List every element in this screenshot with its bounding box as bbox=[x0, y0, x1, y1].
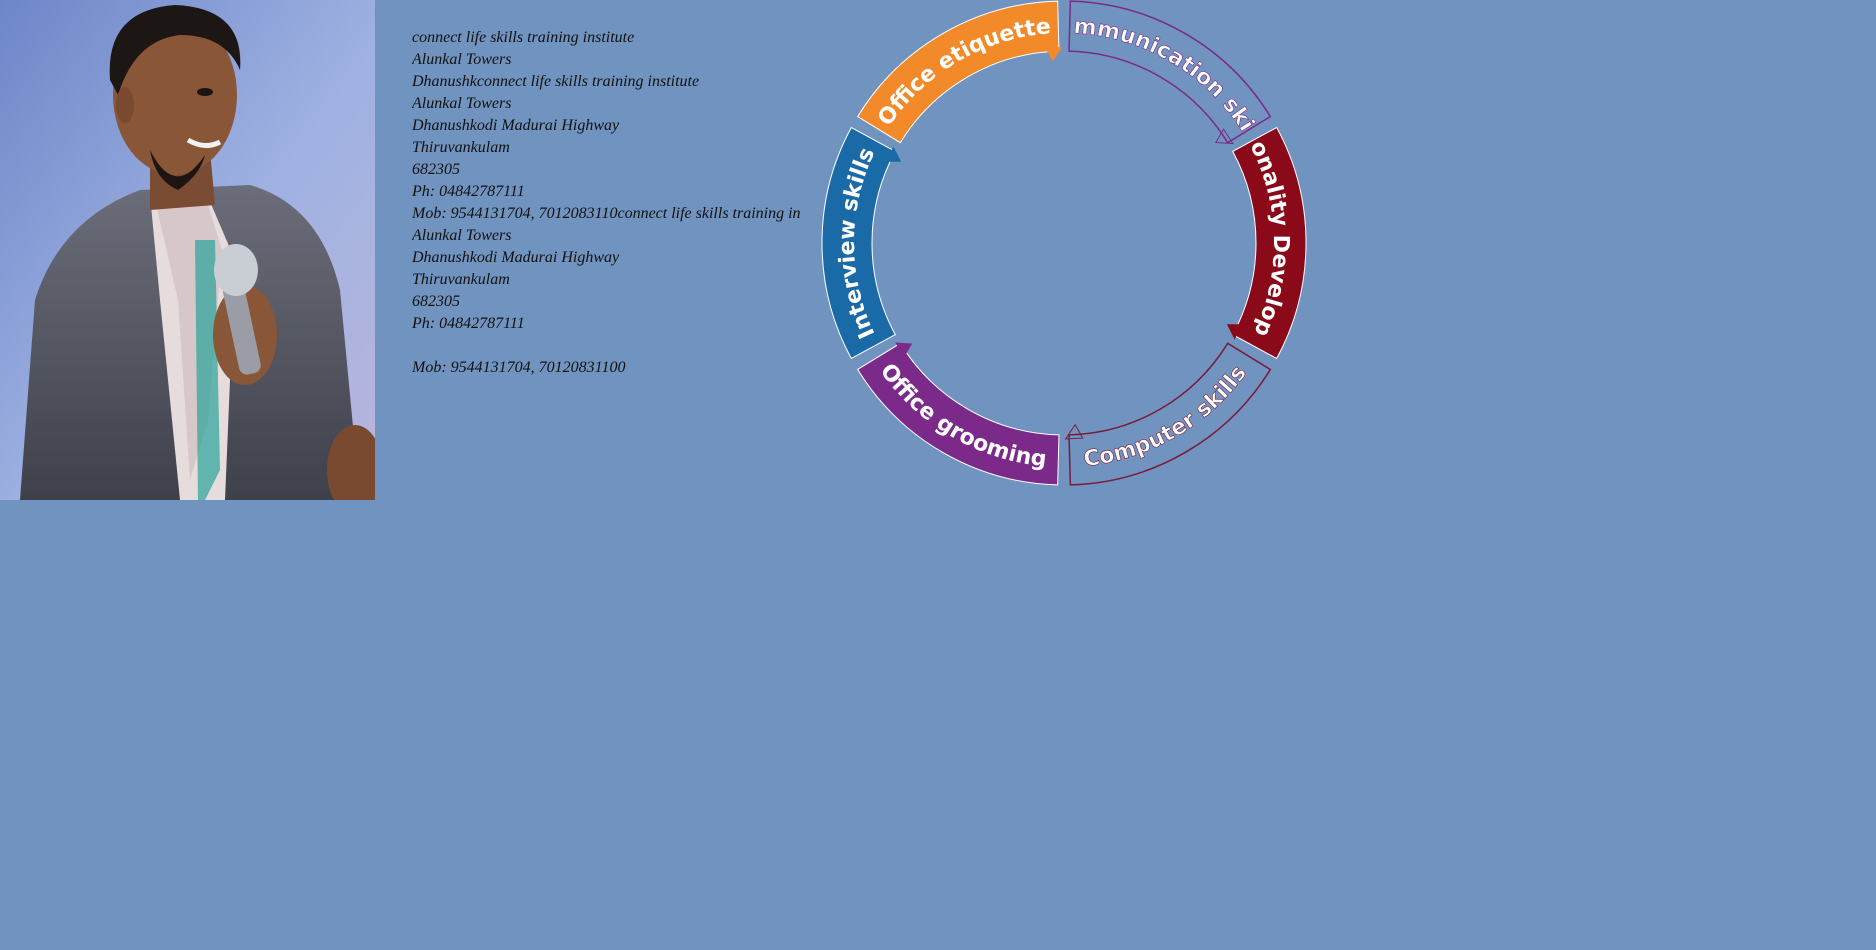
wheel-segment bbox=[821, 126, 896, 360]
wheel-segment-pointer bbox=[885, 146, 902, 162]
address-line: Mob: 9544131704, 70120831100 bbox=[412, 359, 626, 376]
address-line: Alunkal Towers bbox=[412, 95, 512, 112]
address-line: Thiruvankulam bbox=[412, 139, 510, 156]
wheel-segment-pointer bbox=[1214, 128, 1234, 145]
wheel-segment-label: Computer skills bbox=[1082, 361, 1252, 472]
address-line: 682305 bbox=[412, 161, 460, 178]
wheel-segment bbox=[856, 342, 1060, 486]
address-line: Ph: 04842787111 bbox=[412, 183, 525, 200]
address-line: connect life skills training institute bbox=[412, 29, 635, 46]
address-line: Thiruvankulam bbox=[412, 271, 510, 288]
wheel-segment-pointer bbox=[1064, 423, 1084, 440]
speaker-photo bbox=[0, 0, 375, 500]
address-line: Dhanushkodi Madurai Highway bbox=[412, 117, 620, 134]
wheel-segment bbox=[1068, 342, 1272, 486]
skills-wheel: Office etiquetteCommunication skillsPers… bbox=[803, 0, 1314, 490]
skills-wheel-graphic: Office etiquetteCommunication skillsPers… bbox=[803, 0, 1307, 486]
wheel-segment-pointer bbox=[1226, 324, 1243, 340]
address-line: Dhanushkodi Madurai Highway bbox=[412, 249, 620, 266]
person-speaking-photo-icon bbox=[0, 0, 375, 500]
wheel-segment-pointer bbox=[895, 342, 913, 357]
address-line: Mob: 9544131704, 7012083110connect life … bbox=[412, 205, 801, 222]
address-line bbox=[412, 335, 822, 357]
address-line: Alunkal Towers bbox=[412, 227, 512, 244]
address-block: connect life skills training institute A… bbox=[412, 27, 822, 379]
address-line: Dhanushkconnect life skills training ins… bbox=[412, 73, 700, 90]
address-line: Ph: 04842787111 bbox=[412, 315, 525, 332]
address-line: Alunkal Towers bbox=[412, 51, 512, 68]
wheel-segment bbox=[1068, 0, 1272, 144]
wheel-segment bbox=[1232, 126, 1307, 360]
wheel-segment bbox=[856, 0, 1060, 144]
wheel-segment-pointer bbox=[1045, 47, 1063, 62]
address-line: 682305 bbox=[412, 293, 460, 310]
